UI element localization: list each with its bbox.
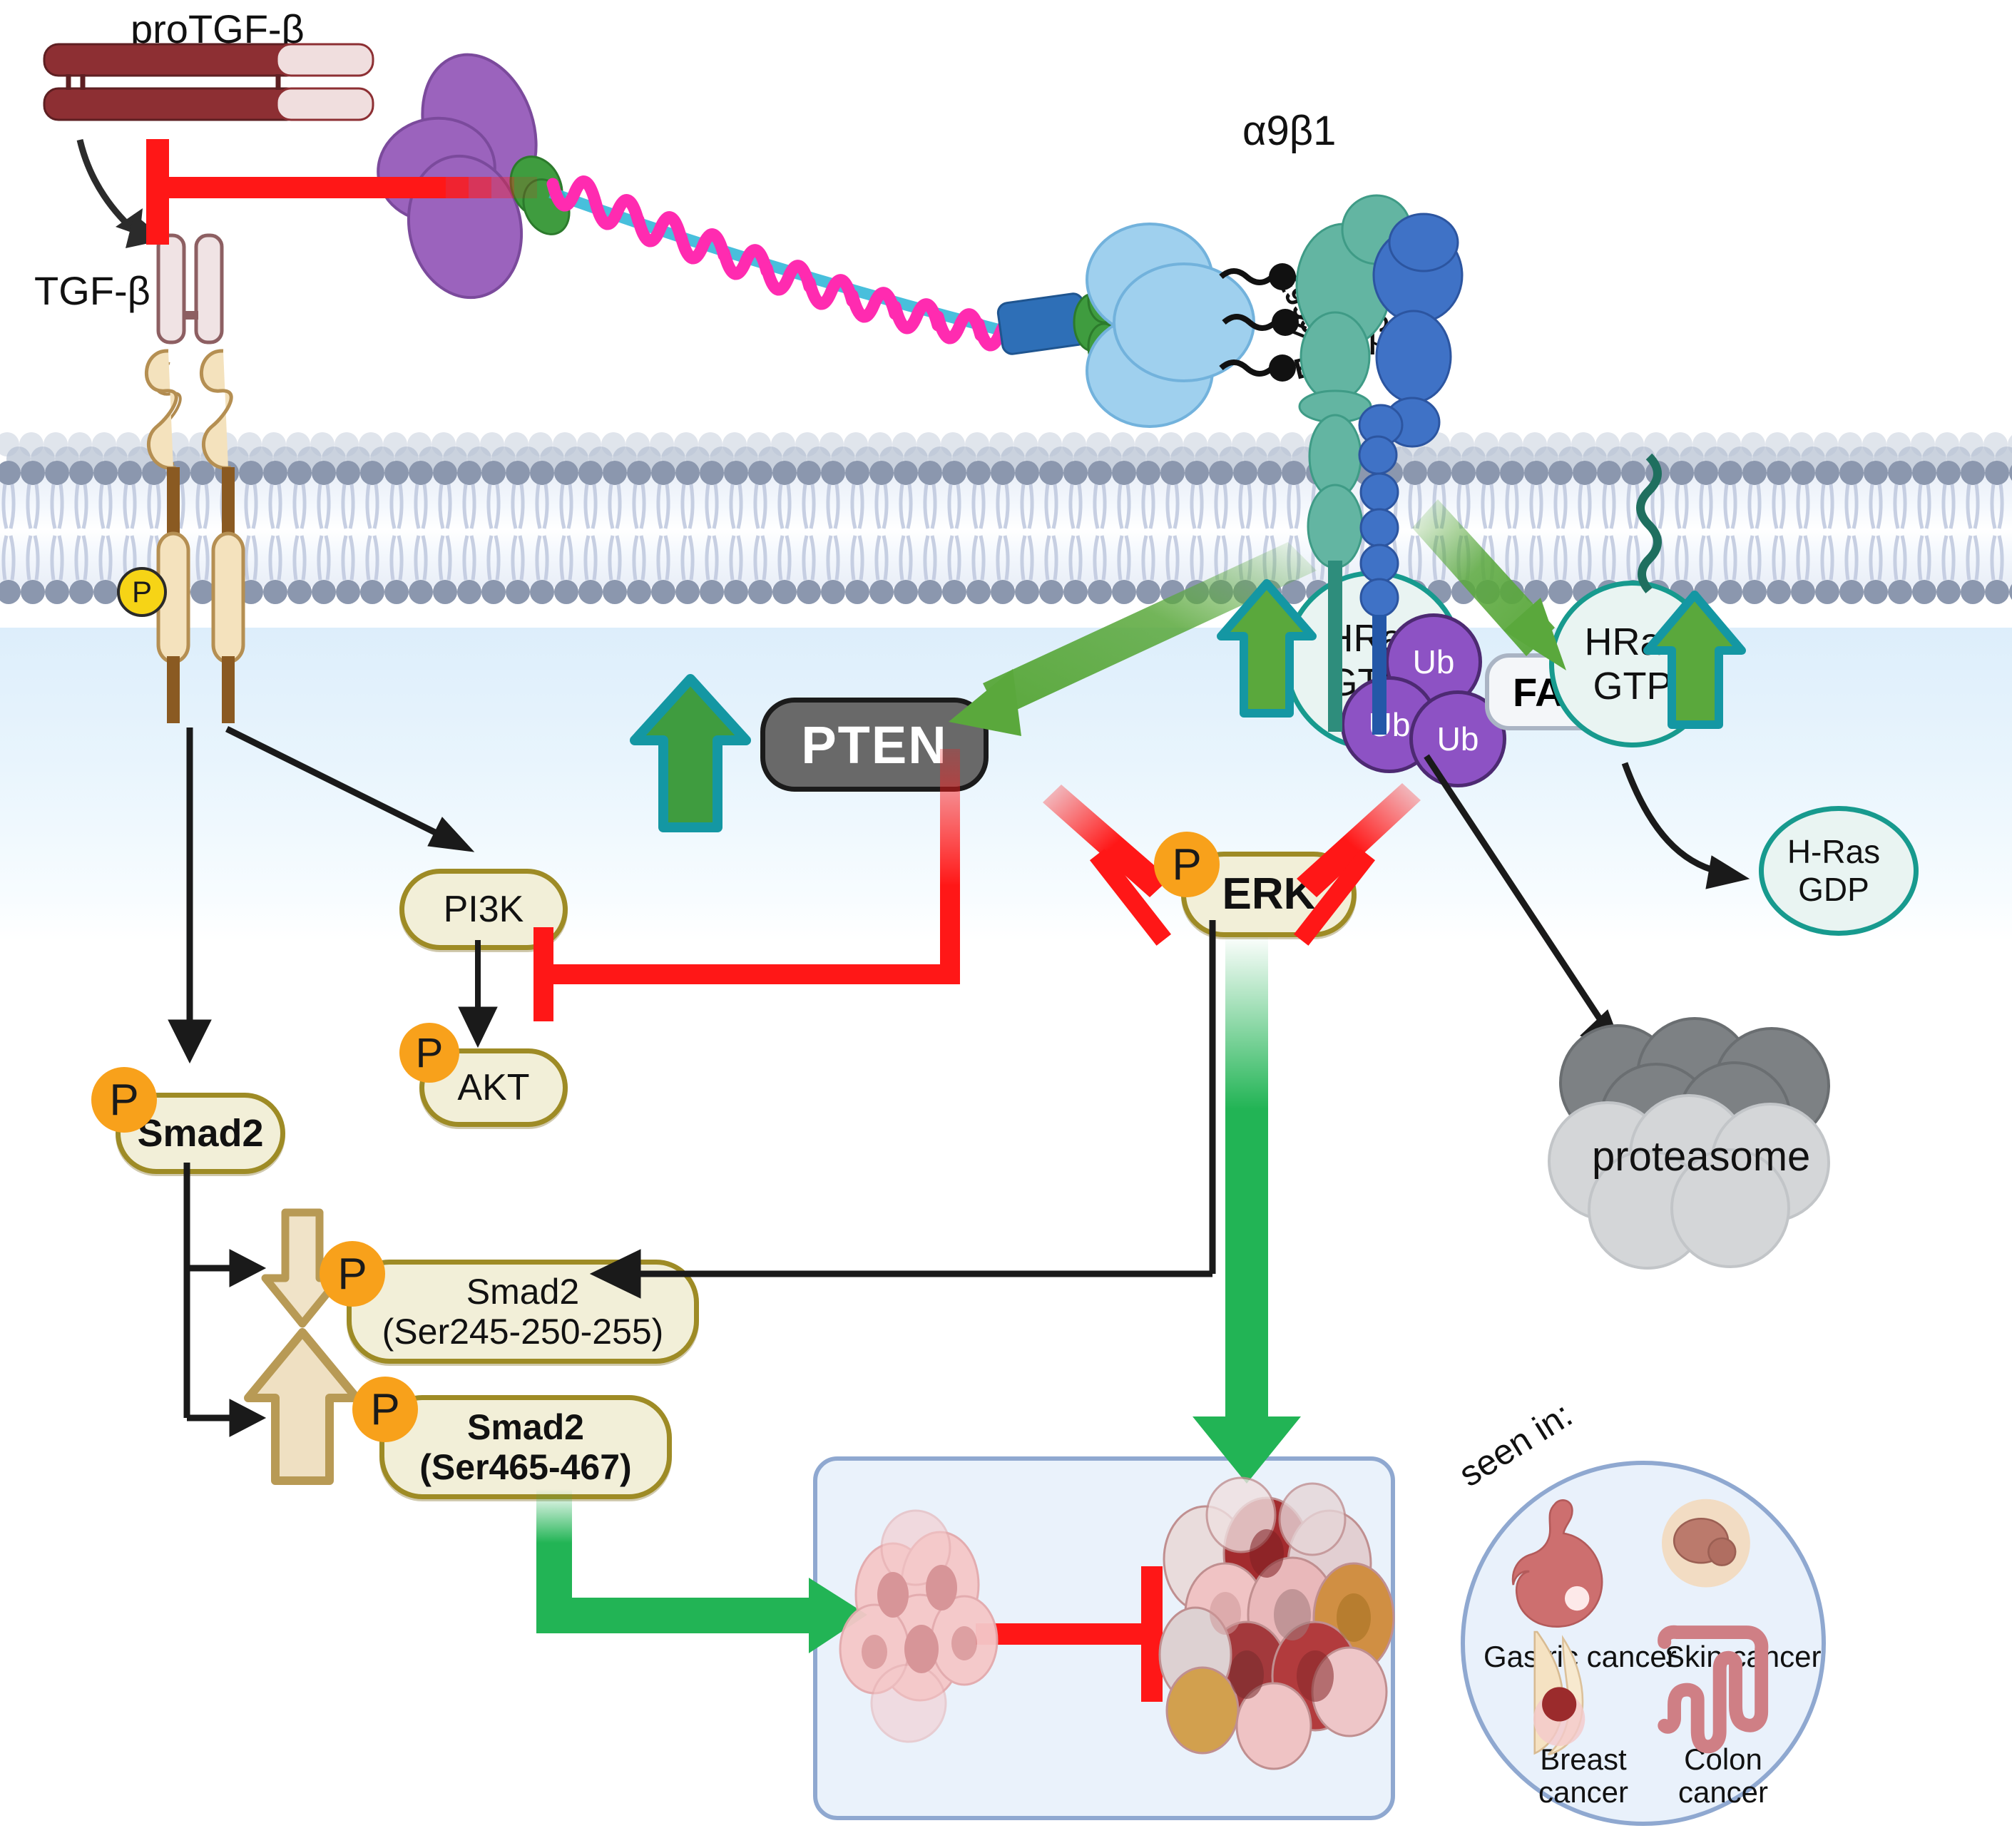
membrane-heads: [0, 432, 2012, 604]
edge-pten-inhibits-akt: [533, 749, 960, 1021]
smad2-ser465-phospho-badge: P: [352, 1377, 418, 1442]
smad2-ser245-line2: (Ser245-250-255): [382, 1312, 664, 1352]
smad2-ser465-up-arrow-icon: [244, 1328, 361, 1485]
receptor-phospho-badge: P: [117, 567, 167, 617]
node-hras-gtp[interactable]: HRas GTP: [1549, 581, 1716, 747]
hras-gtp-up-arrow-icon: [1643, 591, 1746, 729]
pten-up-arrow-icon: [630, 674, 751, 832]
integrin-a9b1-label: α9β1: [1242, 108, 1337, 154]
edge-erk-to-smad2-ser245: [589, 920, 1216, 1299]
hras-gtp-line2: GTP: [1593, 665, 1673, 708]
hras-gdp-line2: GDP: [1798, 870, 1869, 908]
gastric-cancer-label: Gastric cancer: [1484, 1640, 1677, 1673]
smad2-ser465-line2: (Ser465-467): [419, 1447, 632, 1487]
plasma-membrane: [0, 432, 2012, 628]
edge-receptor-to-smad2: [168, 728, 212, 1064]
node-smad2-ser465[interactable]: Smad2 (Ser465-467): [379, 1395, 672, 1499]
node-smad2[interactable]: Smad2: [116, 1093, 285, 1174]
smad2-phospho-badge: P: [91, 1067, 157, 1133]
smad2-ser245-phospho-badge: P: [320, 1241, 385, 1307]
edge-smad2-branches: [183, 1163, 267, 1437]
node-akt[interactable]: AKT: [419, 1048, 568, 1127]
stomach-icon: [1511, 1499, 1603, 1628]
edge-pi3k-to-akt: [458, 940, 498, 1048]
edge-integrin-activates-hras: [1412, 499, 1566, 670]
edge-smad2-activates-proliferation: [536, 1489, 867, 1653]
colon-cancer-line2: cancer: [1677, 1775, 1769, 1809]
edge-pten-inhibits-erk: [1043, 785, 1172, 946]
node-hras-gdp[interactable]: [1759, 806, 1919, 936]
proteasome-label: proteasome: [1592, 1133, 1811, 1180]
node-pi3k[interactable]: PI3K: [399, 869, 568, 950]
edge-hrasgtp-to-hrasgdp: [1621, 762, 1750, 889]
smad2-ser245-line1: Smad2: [466, 1272, 580, 1312]
smad2-ser245-down-arrow-icon: [261, 1208, 344, 1328]
hras-gdp-line1: H-Ras: [1787, 833, 1881, 870]
colon-icon: [1658, 1625, 1769, 1754]
edge-ubhras-inhibits-erk: [1293, 783, 1421, 946]
breast-cancer-line2: cancer: [1538, 1775, 1629, 1809]
edge-proliferation-inhibition: [976, 1566, 1163, 1702]
edge-erk-activates-proliferation: [1193, 934, 1301, 1484]
smad2-ser465-line1: Smad2: [467, 1407, 584, 1447]
edge-receptor-to-pi3k: [225, 725, 475, 852]
skin-cancer-label: Skin cancer: [1665, 1640, 1822, 1673]
tgfb-label: TGF-β: [34, 268, 150, 313]
breast-icon: [1533, 1630, 1585, 1756]
skin-lesion-icon: [1662, 1499, 1750, 1588]
edge-integrin-activates-pten: [949, 542, 1317, 736]
akt-phospho-badge: P: [399, 1023, 459, 1083]
hras-gdp-text: H-Ras GDP: [1759, 833, 1909, 909]
edge-emi-inhibits-tgfb-activation: [146, 139, 537, 245]
erk-phospho-badge: P: [1154, 832, 1220, 897]
hras-ub-up-arrow-icon: [1217, 579, 1317, 718]
